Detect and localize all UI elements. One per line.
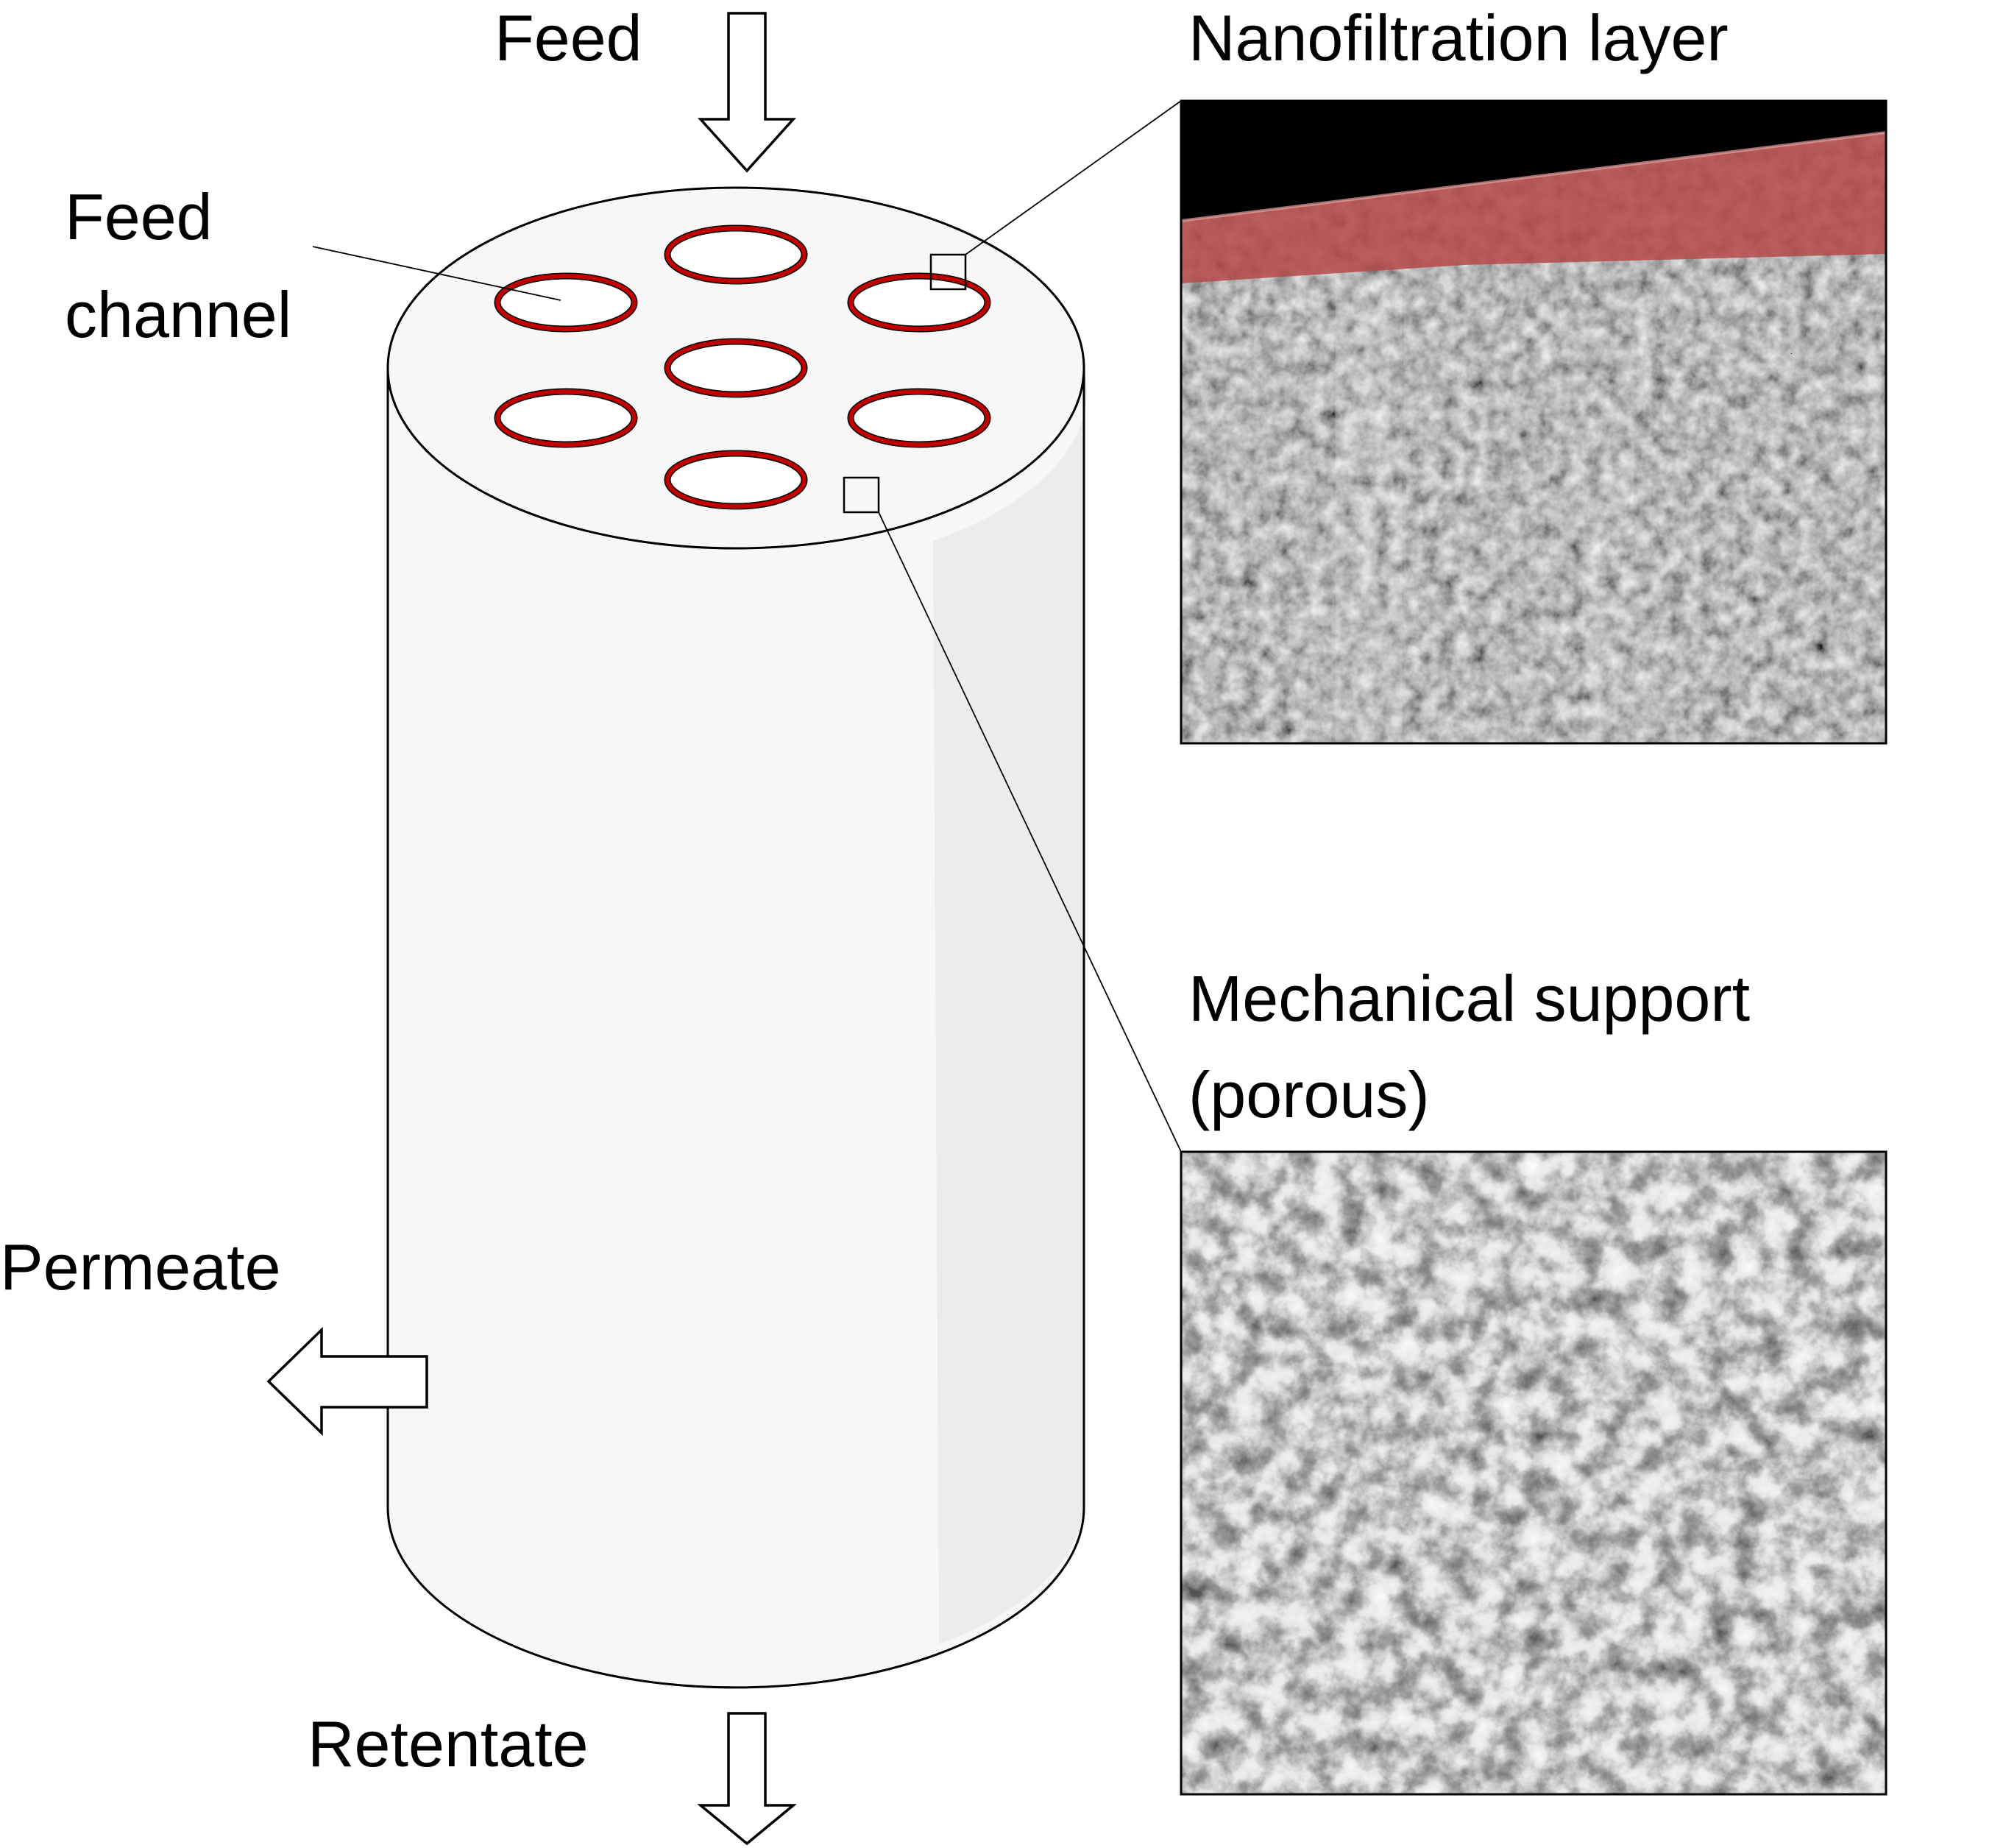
leader-line-feed-channel bbox=[312, 246, 561, 301]
feed-channel-label-line1: Feed bbox=[65, 180, 213, 253]
mechanical-support-label-line2: (porous) bbox=[1188, 1058, 1430, 1131]
zoom-box-nanofiltration bbox=[929, 253, 967, 291]
leader-line-nanofiltration bbox=[965, 100, 1182, 255]
cylinder-side bbox=[388, 368, 1084, 1688]
feed-channel bbox=[495, 274, 637, 331]
feed-channel bbox=[665, 339, 807, 397]
zoom-box-support bbox=[843, 476, 880, 514]
nanofiltration-layer-label: Nanofiltration layer bbox=[1188, 1, 1729, 74]
retentate-arrow-icon bbox=[697, 1712, 797, 1846]
sem-image-mechanical-support-frame bbox=[1180, 1150, 1888, 1796]
feed-channel bbox=[495, 389, 637, 447]
permeate-label: Permeate bbox=[0, 1231, 281, 1303]
feed-label: Feed bbox=[495, 1, 642, 74]
feed-channel bbox=[665, 226, 807, 283]
cylinder-side-shade bbox=[933, 368, 1087, 1644]
cylinder-outline bbox=[386, 368, 1085, 1689]
sem-image-nanofiltration-frame bbox=[1180, 99, 1888, 745]
feed-channel bbox=[848, 274, 990, 331]
leader-line-support bbox=[878, 511, 1182, 1153]
sem-image-nanofiltration bbox=[1181, 101, 1886, 743]
permeate-arrow-icon bbox=[266, 1326, 428, 1437]
feed-channel-label-line2: channel bbox=[65, 278, 291, 351]
feed-channel bbox=[665, 451, 807, 509]
nanofiltration-layer-highlight bbox=[1181, 132, 1886, 283]
mechanical-support-label-line1: Mechanical support bbox=[1188, 962, 1750, 1035]
feed-channel bbox=[848, 389, 990, 447]
feed-arrow-icon bbox=[698, 12, 796, 173]
retentate-label: Retentate bbox=[308, 1707, 589, 1780]
feed-channels bbox=[494, 224, 991, 510]
sem-image-mechanical-support bbox=[1181, 1152, 1886, 1794]
